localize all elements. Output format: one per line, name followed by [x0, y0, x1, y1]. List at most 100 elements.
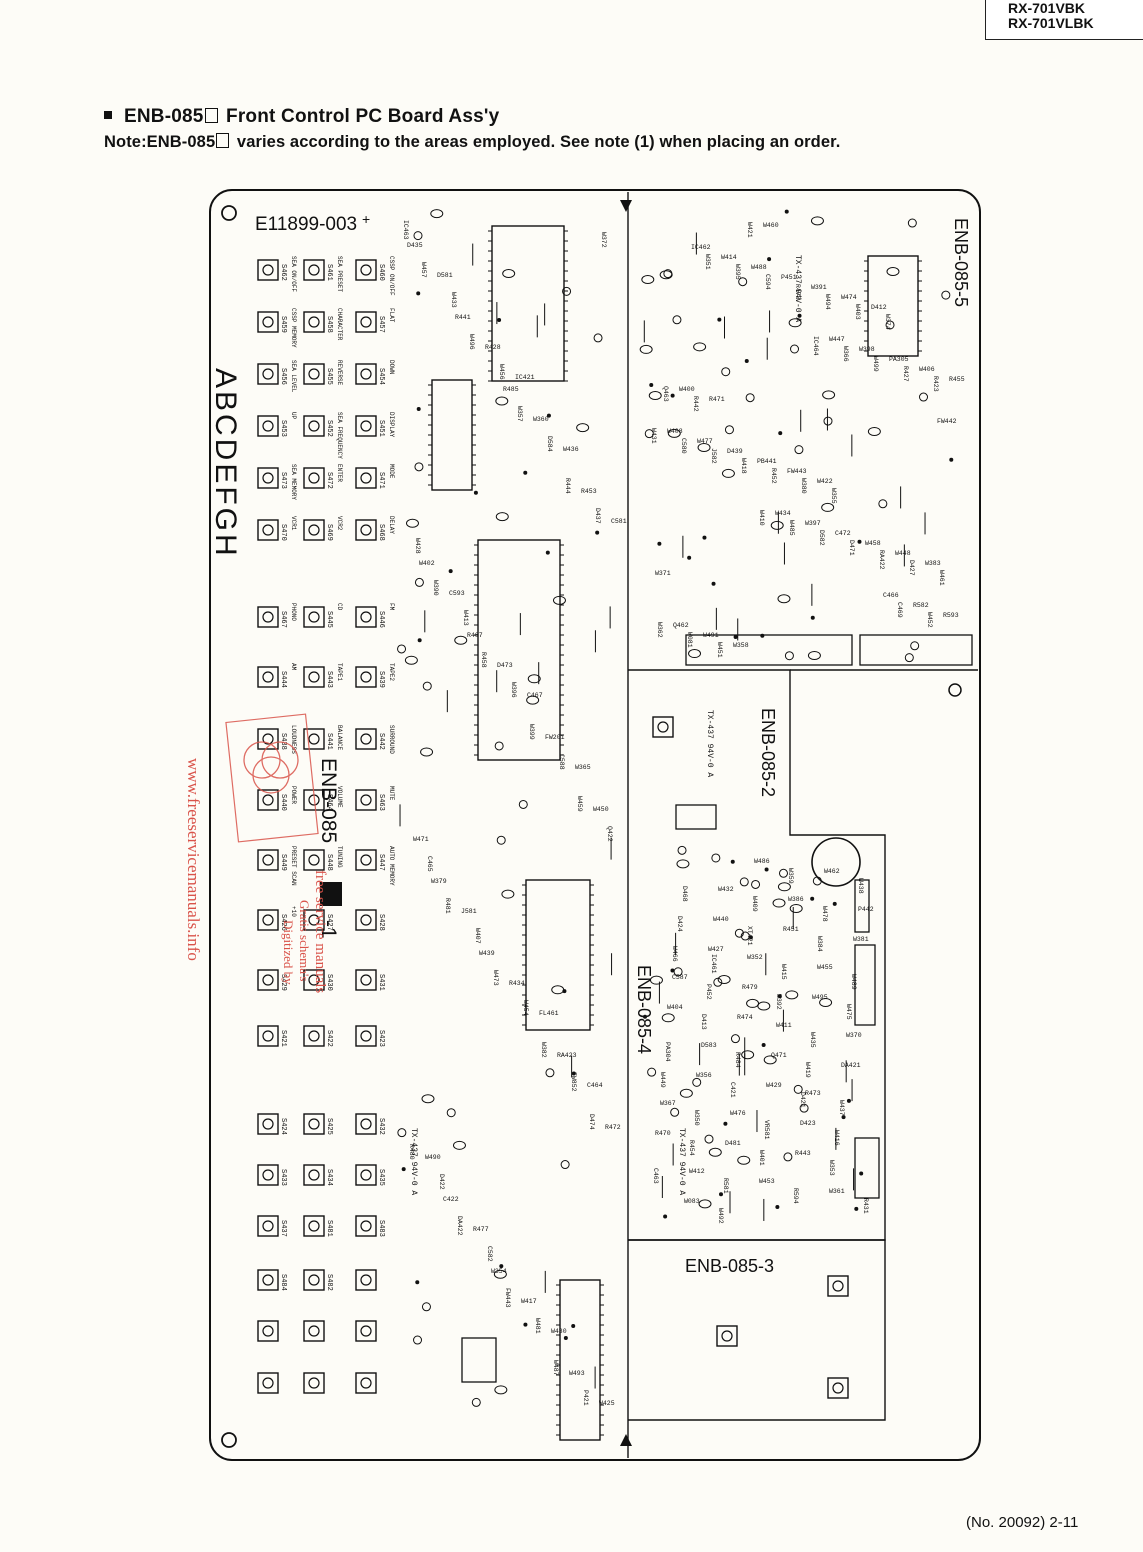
page-reference: (No. 20092) 2-11	[966, 1514, 1079, 1531]
substrate-mark: TX-437 94V-0 A	[705, 710, 714, 777]
pcb-label-1: ENB-085	[317, 758, 340, 843]
switch-label: S448	[325, 854, 333, 871]
switch-actuator	[262, 914, 274, 926]
resistor	[648, 391, 662, 401]
via	[523, 1322, 528, 1327]
switch-actuator	[308, 1325, 320, 1337]
switch-label: S458	[325, 316, 333, 333]
via	[702, 535, 707, 540]
switch-body	[257, 728, 279, 750]
component-label: C422	[443, 1196, 459, 1203]
switch-label: S444	[279, 671, 287, 688]
switch-body	[355, 1113, 377, 1135]
switch-label: S454	[377, 368, 385, 385]
component-label: W372	[600, 232, 607, 248]
via	[687, 555, 692, 560]
ic-body	[477, 539, 561, 761]
via	[571, 1324, 576, 1329]
switch-body	[716, 1325, 738, 1347]
capacitor	[721, 367, 731, 377]
component-label: W406	[919, 366, 935, 373]
switch-body	[257, 1113, 279, 1135]
switch-body	[303, 969, 325, 991]
grid-letters: ABCDEFGH	[209, 368, 242, 559]
resistor	[452, 1140, 466, 1150]
component-label: P451	[781, 274, 797, 281]
switch-label: S453	[279, 420, 287, 437]
component-label: FW201	[545, 734, 565, 741]
capacitor	[413, 231, 423, 241]
component-label: D423	[800, 1120, 816, 1127]
component-label: W433	[450, 292, 457, 308]
via	[416, 291, 421, 296]
component-label: C472	[835, 530, 851, 537]
resistor	[494, 1385, 508, 1395]
component-label: IC464	[812, 336, 819, 356]
component-label: R431	[862, 1198, 869, 1214]
switch-grid	[257, 259, 849, 1399]
capacitor	[730, 1034, 740, 1044]
via	[546, 413, 551, 418]
ic-body	[559, 1279, 601, 1441]
component-label: FW443	[504, 1288, 511, 1308]
switch-function-label: DISPLAY	[388, 412, 395, 438]
switch-label: S459	[279, 316, 287, 333]
switch-actuator	[657, 721, 669, 733]
switch-body	[303, 1113, 325, 1135]
sub-board-3-outline	[628, 1239, 886, 1421]
switch-body	[355, 415, 377, 437]
section-note: Note:ENB-085 varies according to the are…	[104, 133, 840, 152]
switch-actuator	[262, 524, 274, 536]
switch-function-label: FM	[388, 603, 395, 611]
switch-label: S431	[377, 974, 385, 991]
component-label: W395	[734, 264, 741, 280]
watermark-stamp	[225, 713, 319, 843]
switch-actuator	[832, 1382, 844, 1394]
capacitor	[471, 1397, 481, 1407]
component-label: W437	[838, 1100, 845, 1116]
switch-body	[355, 1164, 377, 1186]
via	[670, 393, 675, 398]
switch-label: S443	[325, 671, 333, 688]
switch-function-label: FLAT	[388, 308, 395, 323]
component-label: C463	[652, 1168, 659, 1184]
switch-body	[303, 1164, 325, 1186]
via	[797, 313, 802, 318]
capacitor	[878, 499, 888, 509]
component-label: W412	[689, 1168, 705, 1175]
component-label: W392	[775, 994, 782, 1010]
switch-body	[257, 849, 279, 871]
resistor	[821, 502, 835, 512]
component-label: W357	[516, 406, 523, 422]
switch-label: S424	[279, 1118, 287, 1135]
resistor	[527, 674, 541, 684]
resistor	[551, 985, 565, 995]
resistor	[495, 512, 509, 522]
arrow-marker	[620, 200, 632, 212]
model-number-box: RX-701VBK RX-701VLBK	[985, 0, 1143, 40]
switch-actuator	[360, 1118, 372, 1130]
component-label: W411	[776, 1022, 792, 1029]
component-label: W380	[800, 478, 807, 494]
component-label: R481	[444, 898, 451, 914]
switch-body	[355, 1025, 377, 1047]
component-label: W485	[788, 520, 795, 536]
resistor	[454, 635, 468, 645]
component-label: W474	[841, 294, 857, 301]
resistor	[404, 655, 418, 665]
switch-label: S441	[325, 733, 333, 750]
component-label: W439	[479, 950, 495, 957]
component-label: W447	[829, 336, 845, 343]
via	[841, 1115, 846, 1120]
switch-body	[257, 969, 279, 991]
via	[657, 541, 662, 546]
switch-label: S432	[377, 1118, 385, 1135]
connector-body	[461, 1337, 497, 1383]
component-label: P421	[582, 1390, 589, 1406]
via	[643, 1014, 648, 1019]
switch-actuator	[308, 733, 320, 745]
component-label: D427	[908, 560, 915, 576]
watermark-text-1: free service manuals	[312, 870, 328, 993]
switch-body	[355, 1269, 377, 1291]
switch-actuator	[262, 1030, 274, 1042]
